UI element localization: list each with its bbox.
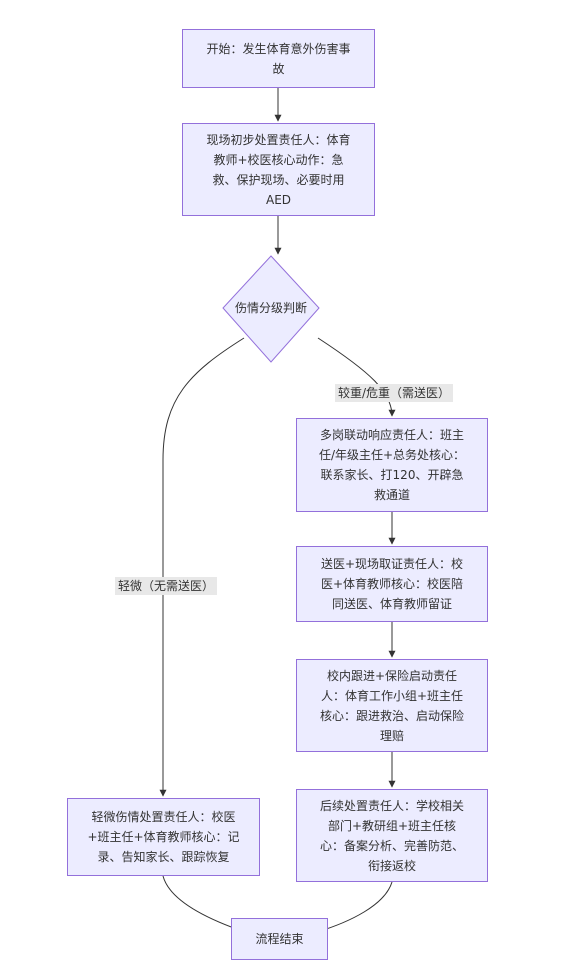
node-followup-label: 校内跟进+保险启动责任人：体育工作小组+班主任核心：跟进救治、启动保险理赔 [319,668,464,743]
node-minor-label: 轻微伤情处置责任人：校医+班主任+体育教师核心：记录、告知家长、跟踪恢复 [87,810,240,864]
node-hospital: 送医+现场取证责任人：校医+体育教师核心：校医陪同送医、体育教师留证 [296,546,488,622]
node-minor: 轻微伤情处置责任人：校医+班主任+体育教师核心：记录、告知家长、跟踪恢复 [67,798,260,876]
node-aftermath: 后续处置责任人：学校相关部门+教研组+班主任核心：备案分析、完善防范、衔接返校 [296,789,488,882]
node-multi-response-label: 多岗联动响应责任人：班主任/年级主任+总务处核心：联系家长、打120、开辟急救通… [318,428,466,502]
node-followup: 校内跟进+保险启动责任人：体育工作小组+班主任核心：跟进救治、启动保险理赔 [296,659,488,752]
node-decision-label: 伤情分级判断 [234,301,307,315]
node-multi-response: 多岗联动响应责任人：班主任/年级主任+总务处核心：联系家长、打120、开辟急救通… [296,418,488,512]
decision-diamond [222,255,320,363]
node-end: 流程结束 [231,918,328,960]
node-start: 开始：发生体育意外伤害事故 [182,29,375,88]
edge-decision-to-minor [159,337,245,797]
node-first-aid: 现场初步处置责任人：体育教师+校医核心动作：急救、保护现场、必要时用AED [182,123,375,216]
node-end-label: 流程结束 [255,932,304,946]
node-start-label: 开始：发生体育意外伤害事故 [206,41,351,76]
node-aftermath-label: 后续处置责任人：学校相关部门+教研组+班主任核心：备案分析、完善防范、衔接返校 [319,798,464,873]
edge-decision-to-multi-response [317,337,396,417]
node-hospital-label: 送医+现场取证责任人：校医+体育教师核心：校医陪同送医、体育教师留证 [320,557,464,611]
edge-label-severe: 较重/危重（需送医） [335,384,454,402]
edge-aftermath-to-end [316,881,393,934]
node-first-aid-label: 现场初步处置责任人：体育教师+校医核心动作：急救、保护现场、必要时用AED [206,132,351,207]
edge-label-minor: 轻微（无需送医） [115,577,218,595]
